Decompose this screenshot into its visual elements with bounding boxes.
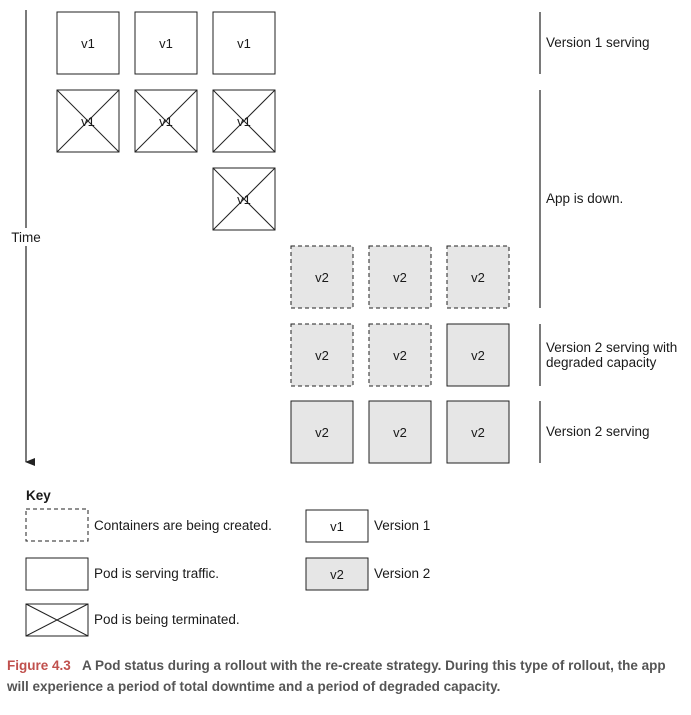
pod-version-label: v1 [159,36,173,51]
key-version2-label: Version 2 [374,566,430,581]
phase-label: degraded capacity [546,355,657,370]
figure-caption-text: A Pod status during a rollout with the r… [7,658,666,694]
pod-v1-serving: v1 [56,11,120,75]
pod-version-label: v2 [315,270,329,285]
pod-version-label: v1 [81,36,95,51]
pod-version-label: v2 [471,270,485,285]
pod-version-label: v1 [237,36,251,51]
pod-version-label: v2 [393,270,407,285]
pod-v1-terminating: v1 [212,89,276,153]
pod-v1-serving: v1 [134,11,198,75]
time-axis-label: Time [11,230,41,245]
key-serving-label: Pod is serving traffic. [94,566,219,581]
pod-v2-creating: v2 [368,245,432,309]
phase-label: Version 2 serving with [546,340,677,355]
pod-version-label: v2 [315,425,329,440]
phase-label: Version 2 serving [546,424,650,439]
phase-annotation: Version 1 serving [539,12,650,74]
pod-v2-serving: v2 [290,400,354,464]
key-version1-box-label: v1 [330,519,344,534]
pod-v1-serving: v1 [212,11,276,75]
pod-v2-serving: v2 [368,400,432,464]
key-version2-swatch [305,557,369,591]
pod-version-label: v2 [471,425,485,440]
key-version2-box-label: v2 [330,567,344,582]
pod-version-label: v2 [393,348,407,363]
pod-v2-serving: v2 [446,323,510,387]
key-terminating-label: Pod is being terminated. [94,612,240,627]
phase-annotation: Version 2 serving [539,401,650,463]
pod-v1-terminating: v1 [134,89,198,153]
pods-grid: v1v1v1v1v1v1v1v2v2v2v2v2v2v2v2v2 [56,11,510,464]
key-creating-swatch [25,508,89,542]
pod-v1-terminating: v1 [56,89,120,153]
pod-v2-serving: v2 [446,400,510,464]
key-legend: Key Containers are being created. Pod is… [25,488,430,637]
key-creating-label: Containers are being created. [94,518,272,533]
phase-label: App is down. [546,191,623,206]
key-serving-swatch [25,557,89,591]
pod-v1-terminating: v1 [212,167,276,231]
key-title: Key [26,488,51,503]
pod-version-label: v2 [471,348,485,363]
key-version1-swatch [305,509,369,543]
pod-version-label: v2 [315,348,329,363]
key-version1-label: Version 1 [374,518,430,533]
phase-label: Version 1 serving [546,35,650,50]
pod-v2-creating: v2 [290,245,354,309]
pod-v2-creating: v2 [368,323,432,387]
figure-caption: Figure 4.3 A Pod status during a rollout… [7,655,687,697]
pod-v2-creating: v2 [446,245,510,309]
pod-v2-creating: v2 [290,323,354,387]
rollout-diagram: Time v1v1v1v1v1v1v1v2v2v2v2v2v2v2v2v2 Ve… [11,10,678,637]
figure-number: Figure 4.3 [7,658,71,673]
phase-annotation: App is down. [539,90,623,308]
pod-version-label: v2 [393,425,407,440]
key-terminating-swatch [25,603,89,637]
